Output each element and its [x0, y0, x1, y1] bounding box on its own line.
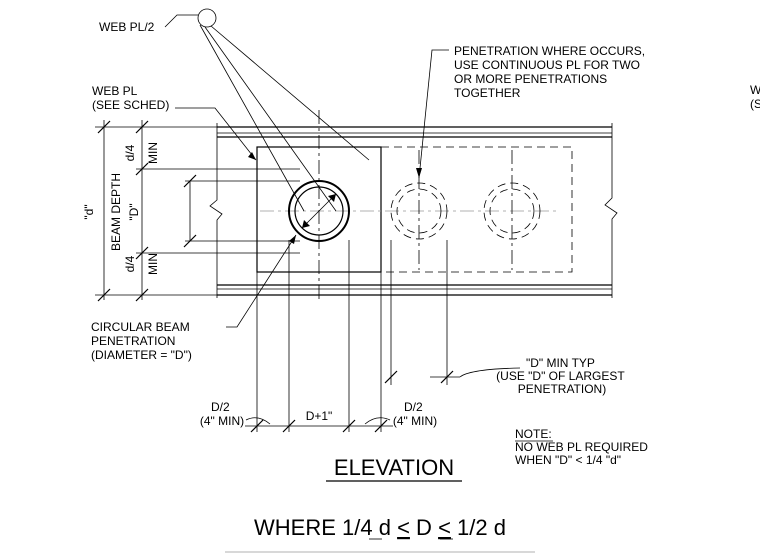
right-break-line — [604, 123, 618, 298]
penetration-note-label: PENETRATION WHERE OCCURS, USE CONTINUOUS… — [454, 44, 648, 100]
bottom-dimension-line — [245, 419, 393, 433]
dashed-penetration-2 — [390, 182, 448, 240]
web-pl-leader — [175, 107, 257, 161]
d2-left-label: D/2 (4" MIN) — [200, 400, 244, 428]
center-lines — [260, 110, 560, 300]
top-flange — [217, 126, 612, 138]
condition-subtitle: WHERE 1/4 d < D < 1/2 d — [254, 515, 506, 540]
d-plus-1-label: D+1" — [306, 409, 333, 423]
beam-depth-dimension — [95, 120, 217, 302]
d4-top-label: d/4 — [123, 144, 137, 161]
le-symbol-2: < — [438, 515, 451, 540]
web-pl-half-leader — [164, 8, 370, 212]
dashed-penetration-3 — [483, 182, 541, 240]
d2-right-label: D/2 (4" MIN) — [393, 400, 437, 428]
bottom-flange — [217, 284, 612, 296]
d4-bottom-label: d/4 — [123, 255, 137, 272]
note-label: NOTE: NO WEB PL REQUIRED WHEN "D" < 1/4 … — [515, 427, 651, 467]
web-pl-half-label: WEB PL/2 — [99, 20, 155, 34]
extension-lines — [256, 240, 448, 432]
penetration-note-leader — [416, 49, 449, 179]
D-quote-label: "D" — [127, 203, 141, 220]
web-pl-label: WEB PL (SEE SCHED) — [92, 84, 169, 112]
quarter-depth-dimensions — [135, 120, 300, 302]
continuous-plate-dashed — [381, 146, 573, 273]
right-cut-label: W (S — [750, 83, 760, 111]
le-symbol-1: < — [397, 515, 410, 540]
d2-right-leader — [364, 417, 391, 425]
d-quote-label: "d" — [82, 204, 96, 219]
min-top-label: MIN — [146, 142, 160, 164]
d2-left-leader — [245, 417, 271, 425]
penetration-diameter-dimension — [183, 174, 300, 248]
min-bottom-label: MIN — [146, 253, 160, 275]
circular-penetration-label: CIRCULAR BEAM PENETRATION (DIAMETER = "D… — [91, 320, 193, 362]
beam-depth-label: BEAM DEPTH — [109, 173, 123, 251]
circular-penetration-leader — [226, 234, 297, 328]
elevation-title: ELEVATION — [334, 455, 454, 480]
d-min-typ-label: "D" MIN TYP (USE "D" OF LARGEST PENETRAT… — [496, 356, 628, 396]
d-min-typ-dimension-line — [384, 367, 521, 384]
left-break-line — [209, 123, 223, 298]
